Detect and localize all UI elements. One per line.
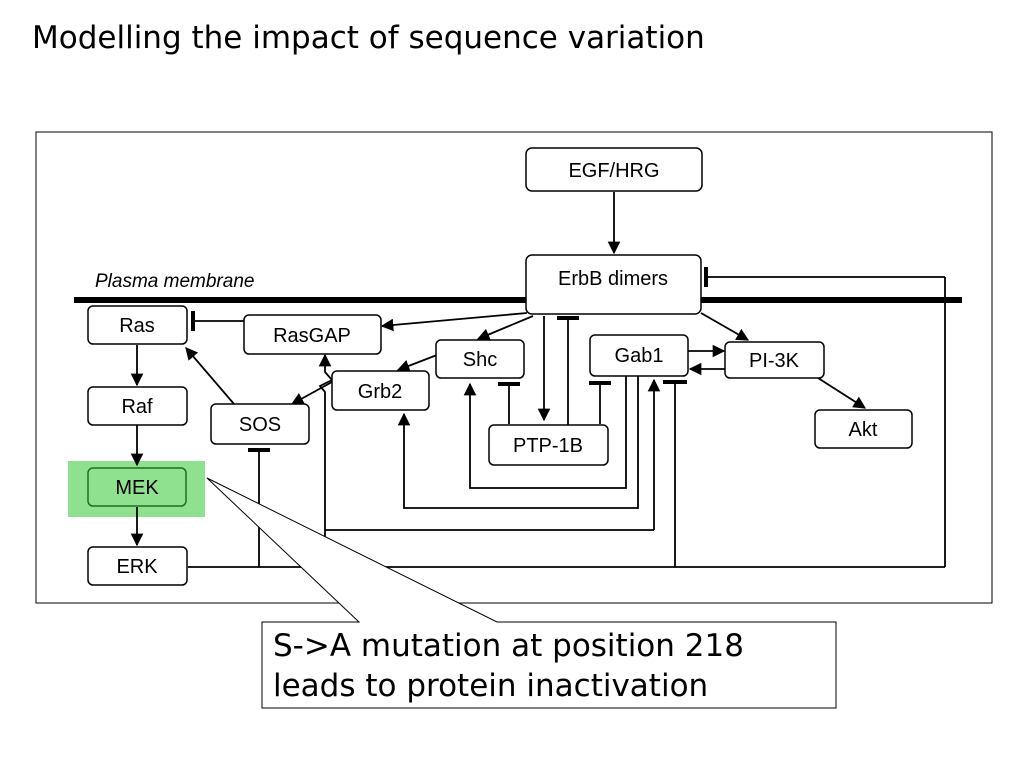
slide-title: Modelling the impact of sequence variati…	[32, 20, 705, 56]
svg-text:Raf: Raf	[121, 396, 153, 418]
svg-text:Gab1: Gab1	[615, 345, 664, 367]
callout-text: S->A mutation at position 218 leads to p…	[273, 626, 744, 706]
svg-text:EGF/HRG: EGF/HRG	[568, 160, 659, 182]
edge-grb2-sos	[290, 381, 333, 405]
node-rasgap: RasGAP	[243, 314, 382, 355]
edge-erbb-rasgap	[380, 312, 528, 332]
edge-pi3k-akt	[817, 377, 867, 409]
node-pi3k: PI-3K	[724, 341, 825, 379]
svg-text:Grb2: Grb2	[358, 381, 402, 403]
svg-text:RasGAP: RasGAP	[273, 325, 351, 347]
edge-grb2-rasgap	[318, 353, 334, 567]
node-erbb-dimers: ErbB dimers	[525, 254, 702, 315]
svg-text:Shc: Shc	[463, 349, 497, 371]
node-egf: EGF/HRG	[525, 147, 703, 192]
node-erk: ERK	[87, 546, 188, 586]
svg-text:PI-3K: PI-3K	[749, 350, 800, 372]
node-sos: SOS	[210, 403, 310, 445]
svg-text:Akt: Akt	[849, 419, 878, 441]
svg-text:Ras: Ras	[119, 315, 155, 337]
node-shc: Shc	[435, 339, 525, 379]
node-akt: Akt	[814, 409, 913, 449]
node-mek: MEK	[87, 467, 187, 507]
svg-text:ErbB dimers: ErbB dimers	[558, 268, 668, 290]
node-ras: Ras	[87, 305, 188, 345]
edge-gab1-shc	[463, 375, 627, 489]
callout-line-2: leads to protein inactivation	[273, 668, 709, 704]
svg-text:ERK: ERK	[116, 556, 158, 578]
edge-sos-ras	[185, 347, 235, 405]
edge-erbb-pi3k	[700, 312, 750, 341]
node-gab1: Gab1	[589, 334, 689, 377]
plasma-membrane-label: Plasma membrane	[95, 271, 254, 292]
node-ptp1b: PTP-1B	[488, 424, 609, 466]
svg-text:SOS: SOS	[239, 414, 281, 436]
node-grb2: Grb2	[331, 370, 430, 411]
callout-box	[206, 477, 837, 709]
node-raf: Raf	[87, 386, 188, 426]
callout-line-1: S->A mutation at position 218	[273, 628, 744, 664]
svg-text:MEK: MEK	[115, 477, 159, 499]
svg-text:PTP-1B: PTP-1B	[513, 435, 583, 457]
edge-shc-grb2	[396, 354, 438, 372]
edge-gab1-grb2	[397, 375, 639, 509]
edge-erbb-shc	[476, 315, 534, 341]
